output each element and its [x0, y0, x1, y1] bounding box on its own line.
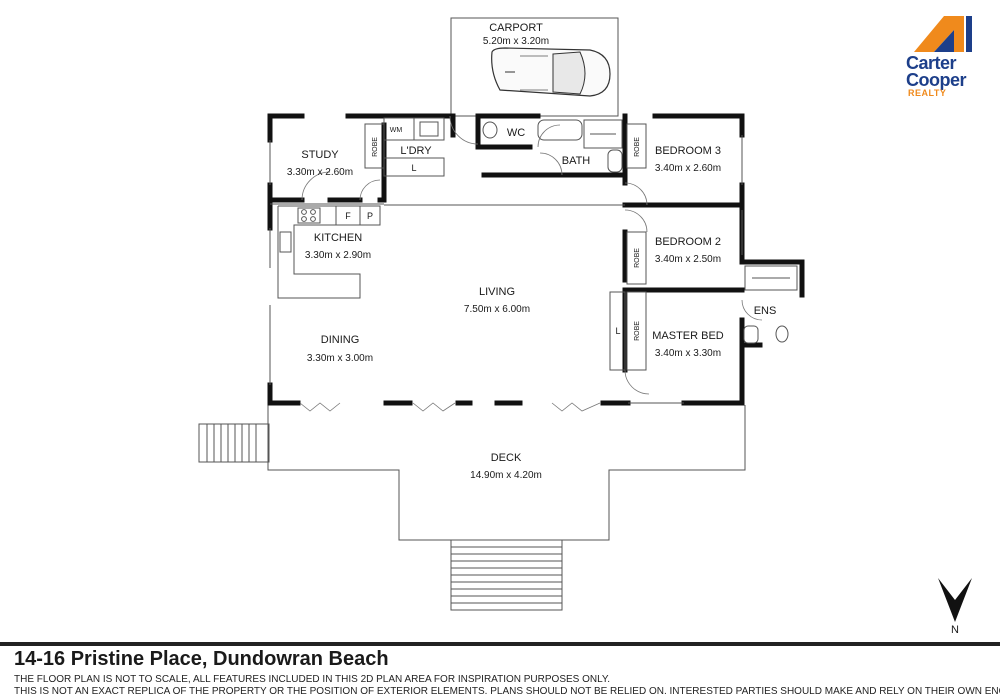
- kitchen-bench: [277, 205, 361, 299]
- bedroom3-name: BEDROOM 3: [655, 145, 721, 157]
- kitchen-dims: 3.30m x 2.90m: [305, 250, 371, 261]
- dining-name: DINING: [321, 334, 360, 346]
- windows: [269, 135, 743, 404]
- property-address: 14-16 Pristine Place, Dundowran Beach: [14, 648, 389, 670]
- bedroom2-dims: 3.40m x 2.50m: [655, 254, 721, 265]
- disclaimer-line1: THE FLOOR PLAN IS NOT TO SCALE, ALL FEAT…: [14, 674, 611, 685]
- north-arrow-icon: [938, 578, 972, 622]
- study-name: STUDY: [301, 149, 339, 161]
- wm-label: WM: [390, 127, 403, 134]
- left-steps: [198, 423, 270, 463]
- bottom-steps: [450, 539, 563, 611]
- dining-dims: 3.30m x 3.00m: [307, 353, 373, 364]
- door-swings: [301, 115, 763, 395]
- logo-line2: Cooper: [906, 70, 967, 90]
- robe-label-bedroom2: ROBE: [634, 248, 641, 268]
- master-dims: 3.40m x 3.30m: [655, 348, 721, 359]
- master-name: MASTER BED: [652, 330, 724, 342]
- bathroom-fixtures: [482, 119, 798, 344]
- company-logo: Carter Cooper REALTY: [906, 14, 986, 98]
- compass-label: N: [951, 624, 959, 636]
- ensuite-name: ENS: [754, 305, 777, 317]
- fridge-label: F: [345, 211, 351, 221]
- wc-name: WC: [507, 127, 525, 139]
- kitchen-name: KITCHEN: [314, 232, 362, 244]
- deck-name: DECK: [491, 452, 522, 464]
- laundry-name: L'DRY: [400, 145, 432, 157]
- robe-label-study: ROBE: [372, 137, 379, 157]
- disclaimer-line2: THIS IS NOT AN EXACT REPLICA OF THE PROP…: [14, 686, 1000, 697]
- logo-mark-icon: [914, 16, 972, 52]
- bedroom3-dims: 3.40m x 2.60m: [655, 163, 721, 174]
- master-linen-label: L: [615, 326, 620, 336]
- bedroom2-name: BEDROOM 2: [655, 236, 721, 248]
- logo-realty: REALTY: [908, 88, 947, 98]
- footer-divider: [0, 642, 1000, 646]
- laundry-linen-label: L: [411, 163, 416, 173]
- deck-dims: 14.90m x 4.20m: [470, 470, 542, 481]
- pantry-label: P: [367, 211, 373, 221]
- exterior-walls: [267, 113, 745, 406]
- bifold-doors: [299, 402, 601, 412]
- robe-label-bedroom3: ROBE: [634, 137, 641, 157]
- carport-name: CARPORT: [489, 22, 543, 34]
- living-dims: 7.50m x 6.00m: [464, 304, 530, 315]
- robe-label-master: ROBE: [634, 321, 641, 341]
- floor-plan: CARPORT 5.20m x 3.20m WM L'DRY L WC BATH…: [198, 17, 972, 636]
- bath-name: BATH: [562, 155, 591, 167]
- car-icon: [491, 47, 611, 97]
- interior-walls: [267, 113, 805, 373]
- carport-dims: 5.20m x 3.20m: [483, 36, 549, 47]
- living-name: LIVING: [479, 286, 515, 298]
- study-dims: 3.30m x 2.60m: [287, 167, 353, 178]
- logo-line1: Carter: [906, 53, 957, 73]
- cupboards: [335, 117, 647, 371]
